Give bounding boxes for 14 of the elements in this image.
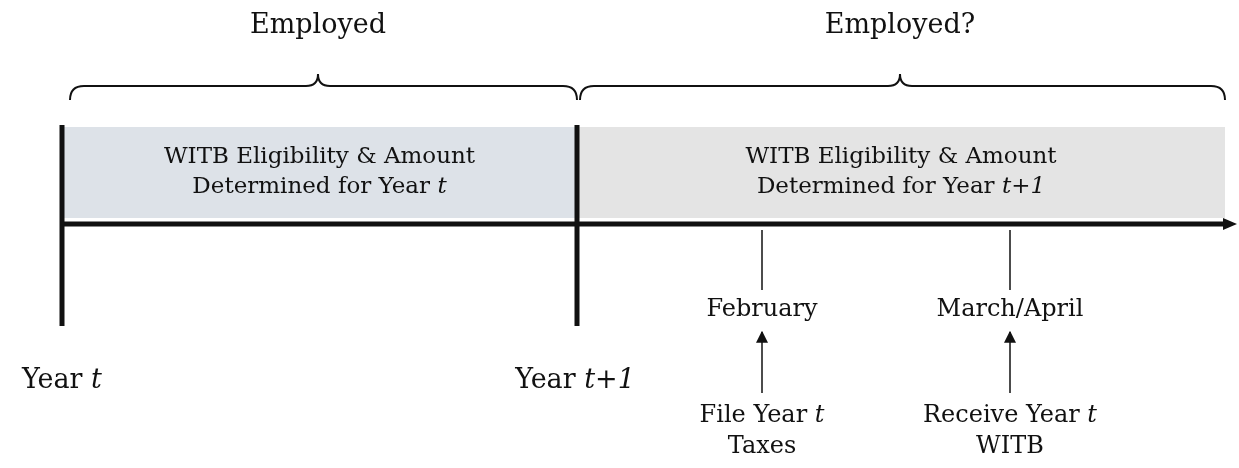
- arrow: [756, 330, 768, 394]
- node-text: Receive Year t WITB: [922, 398, 1098, 461]
- node-text: March/April: [936, 293, 1084, 325]
- bracket-label: Employed: [250, 8, 386, 39]
- period-band: [62, 127, 577, 218]
- node-text: File Year t Taxes: [698, 398, 826, 461]
- node-text: WITB Eligibility & Amount Determined for Year t+1: [744, 141, 1058, 200]
- period-band: [577, 127, 1225, 218]
- year-label: Year t+1: [515, 363, 635, 394]
- node-text: WITB Eligibility & Amount Determined for Year t: [162, 141, 477, 200]
- year-label: Year t: [22, 363, 102, 394]
- node-text: February: [706, 293, 818, 325]
- bracket-label: Employed?: [824, 8, 976, 39]
- arrow: [1004, 330, 1016, 394]
